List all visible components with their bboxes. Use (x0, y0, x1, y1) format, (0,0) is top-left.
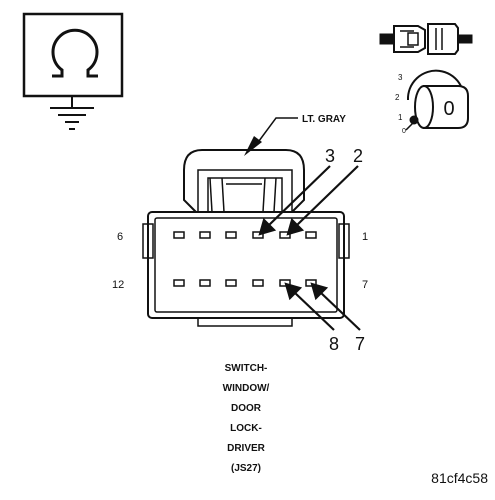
row-end-label-bottom-left: 12 (112, 279, 124, 291)
pin-cavity (199, 231, 211, 239)
callout-pin-8: 8 (329, 334, 339, 354)
pin-cavity (305, 231, 317, 239)
caption-line: LOCK- (230, 423, 262, 434)
pin-cavity (252, 279, 264, 287)
caption-line: DRIVER (227, 443, 266, 454)
caption-line: WINDOW/ (223, 383, 270, 394)
pin-cavity (279, 231, 291, 239)
row-end-label-top-right: 1 (362, 231, 368, 243)
key-position-label: 0 (402, 128, 406, 135)
pin-cavity (225, 279, 237, 287)
wire-color-label: LT. GRAY (302, 114, 346, 125)
callout-pin-2: 2 (353, 146, 363, 166)
key-position-label: 3 (398, 73, 403, 82)
connector-body (142, 149, 350, 327)
key-switch-icon: 0 3 2 1 0 (395, 69, 469, 135)
pin-cavity (173, 279, 185, 287)
row-end-label-bottom-right: 7 (362, 279, 368, 291)
key-position-label: 1 (398, 113, 403, 122)
callout-pin-7: 7 (355, 334, 365, 354)
callout-arrows (258, 165, 361, 331)
image-code: 81cf4c58 (431, 470, 488, 486)
ground-icon (22, 12, 124, 130)
pin-cavity (225, 231, 237, 239)
connector-caption: SWITCH- WINDOW/ DOOR LOCK- DRIVER (JS27) (223, 363, 270, 474)
plug-connector-icon (379, 23, 473, 55)
row-end-label-top-left: 6 (117, 231, 123, 243)
caption-line: SWITCH- (225, 363, 268, 374)
caption-line: (JS27) (231, 463, 261, 474)
caption-line: DOOR (231, 403, 262, 414)
callout-pin-3: 3 (325, 146, 335, 166)
key-position-label: 2 (395, 93, 400, 102)
omega-icon (51, 28, 99, 78)
pin-cavity (199, 279, 211, 287)
pin-cavity (252, 231, 264, 239)
pin-cavities (173, 231, 317, 287)
key-switch-face-label: 0 (443, 98, 454, 120)
pin-cavity (173, 231, 185, 239)
